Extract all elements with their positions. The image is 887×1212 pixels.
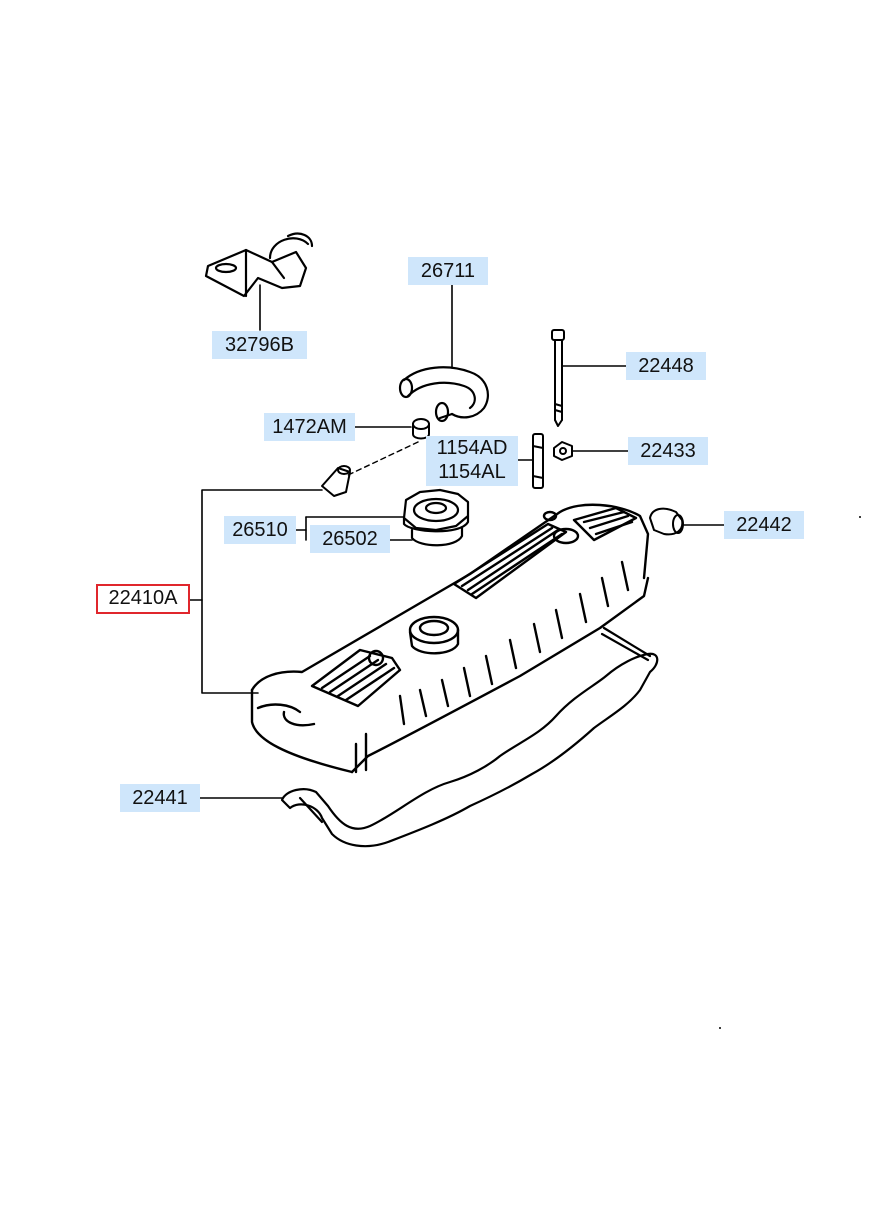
label-26711[interactable]: 26711	[408, 257, 488, 285]
washer-part	[553, 441, 573, 461]
label-1154-pair[interactable]: 1154AD 1154AL	[426, 436, 518, 486]
speck	[859, 516, 861, 518]
leader-22410a	[201, 489, 323, 694]
oil-filler-cap-part	[402, 488, 470, 547]
label-1154al: 1154AL	[438, 461, 506, 483]
gasket-part	[280, 626, 659, 848]
dashed-assembly-line	[345, 441, 419, 477]
plug-part	[649, 507, 684, 536]
label-1154ad: 1154AD	[436, 437, 508, 459]
label-22433[interactable]: 22433	[628, 437, 708, 465]
rocker-cover-part	[250, 503, 650, 774]
label-26510[interactable]: 26510	[224, 516, 296, 544]
label-22442[interactable]: 22442	[724, 511, 804, 539]
label-22410a-selected[interactable]: 22410A	[96, 584, 190, 614]
breather-hose-part	[398, 366, 489, 423]
bolt-part	[551, 329, 565, 427]
speck	[719, 1027, 721, 1029]
label-26502[interactable]: 26502	[310, 525, 390, 553]
bracket-part	[204, 232, 314, 298]
label-32796b[interactable]: 32796B	[212, 331, 307, 359]
label-22441[interactable]: 22441	[120, 784, 200, 812]
label-22448[interactable]: 22448	[626, 352, 706, 380]
grommet-part	[412, 418, 430, 440]
stud-part	[532, 433, 544, 489]
pcv-valve-part	[321, 465, 351, 497]
label-1472am[interactable]: 1472AM	[264, 413, 355, 441]
